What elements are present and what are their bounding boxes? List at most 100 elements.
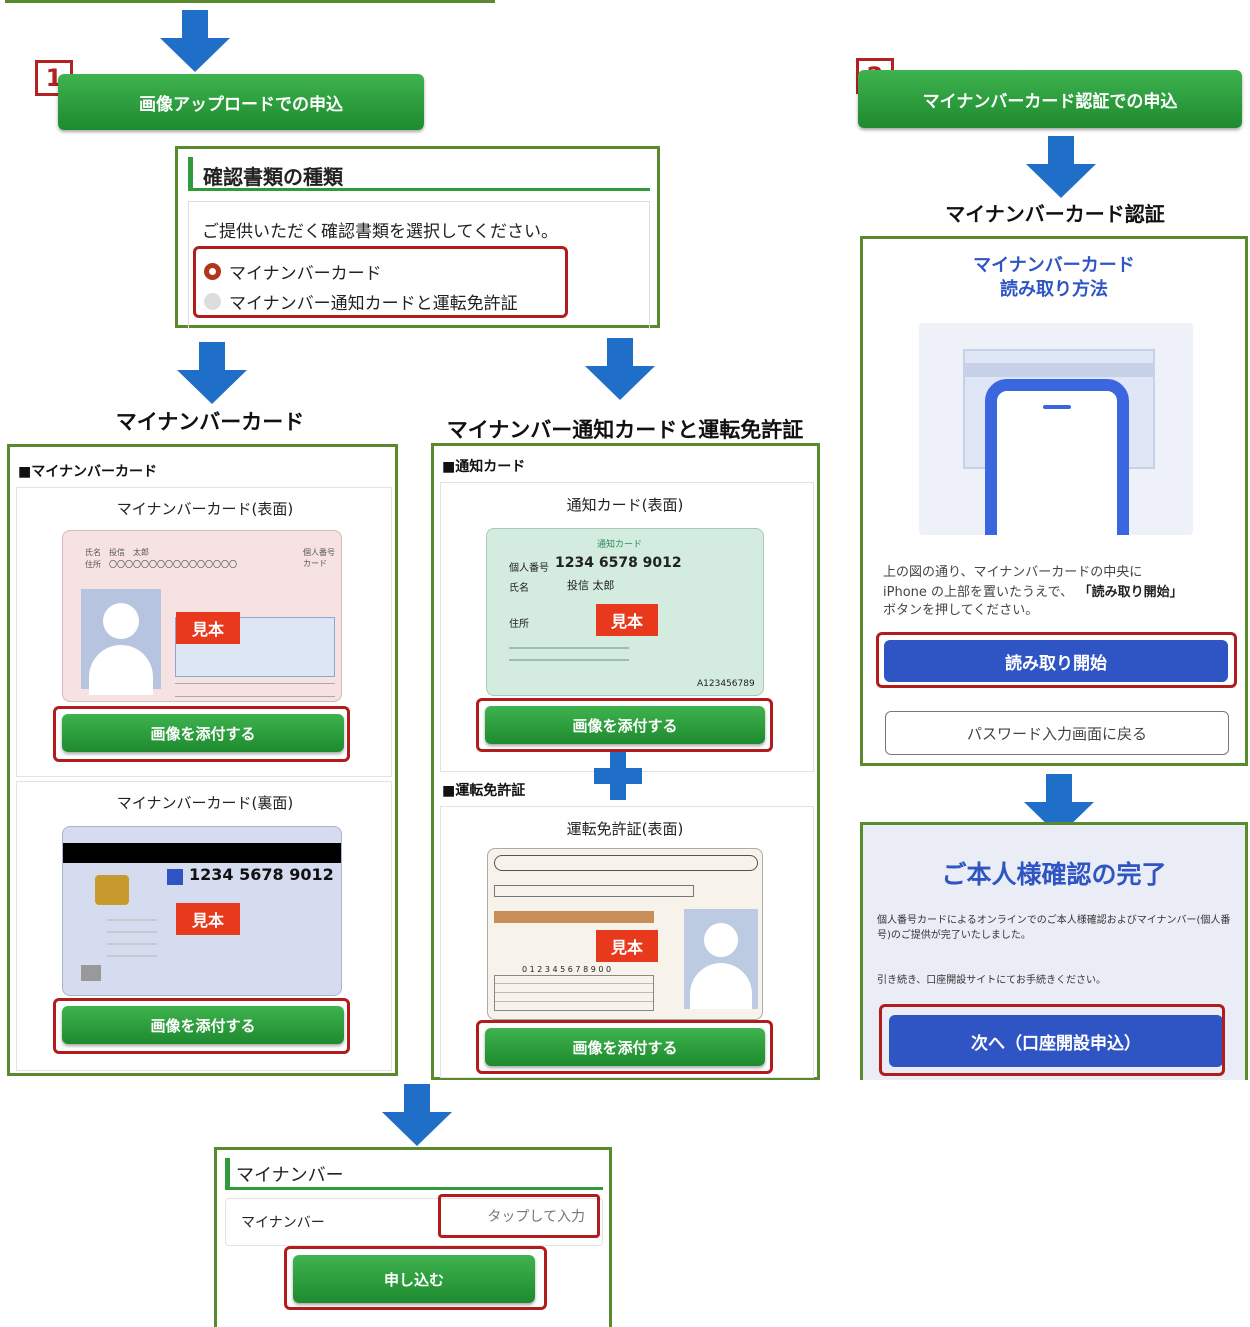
submit-highlight [284, 1246, 547, 1310]
chip-small [81, 965, 101, 981]
divider [107, 931, 157, 933]
attach-highlight [476, 698, 773, 752]
attach-image-button-front[interactable]: 画像を添付する [62, 714, 344, 752]
radio-option-label: マイナンバー通知カードと運転免許証 [229, 293, 518, 314]
down-arrow-icon [585, 338, 655, 400]
attach-highlight [53, 706, 350, 762]
phone-icon [985, 379, 1129, 535]
complete-text-1: 個人番号カードによるオンラインでのご本人様確認およびマイナンバー(個人番号)のご… [877, 915, 1231, 941]
back-box [16, 781, 392, 1071]
sample-stamp: 見本 [176, 903, 240, 935]
attach-image-button-license[interactable]: 画像を添付する [485, 1028, 765, 1066]
divider [509, 647, 629, 649]
plus-icon [594, 752, 642, 800]
card-info-lines [175, 683, 335, 697]
notice-address-label: 住所 [509, 619, 529, 630]
start-reading-button[interactable]: 読み取り開始 [884, 640, 1228, 682]
attach-highlight [476, 1020, 773, 1074]
radio-option-notice-license[interactable]: マイナンバー通知カードと運転免許証 [204, 289, 518, 314]
reading-instruction-1: 上の図の通り、マイナンバーカードの中央に [883, 565, 1143, 580]
mynumber-title-bar: マイナンバー [225, 1158, 603, 1190]
card-field-text: 住所 〇〇〇〇〇〇〇〇〇〇〇〇〇〇〇〇 [85, 560, 237, 569]
radio-unselected-icon [204, 292, 221, 310]
sample-stamp: 見本 [176, 612, 240, 644]
license-address-row [494, 885, 694, 897]
down-arrow-icon [382, 1084, 452, 1146]
down-arrow-icon [160, 10, 230, 72]
notice-name: 投信 太郎 [567, 579, 615, 592]
mynumber-title: マイナンバー [236, 1165, 344, 1186]
doc-type-instruction: ご提供いただく確認書類を選択してください。 [202, 222, 558, 242]
reading-title-1: マイナンバーカード [973, 255, 1135, 276]
divider [107, 943, 157, 945]
attach-highlight [53, 998, 350, 1054]
doc-type-body [188, 201, 650, 329]
reading-title-2: 読み取り方法 [1000, 279, 1108, 300]
radio-highlight [193, 246, 568, 318]
license-validity-row [494, 911, 654, 923]
radio-selected-icon [204, 262, 221, 280]
section-header: ■マイナンバーカード [18, 464, 157, 480]
card-illustration-bar [963, 363, 1155, 377]
card-field-text: 氏名 投信 太郎 [85, 548, 149, 557]
doc-type-panel: 確認書類の種類 ご提供いただく確認書類を選択してください。 マイナンバーカード … [175, 146, 660, 329]
notice-name-label: 氏名 [509, 583, 529, 594]
complete-text-2: 引き続き、口座開設サイトにてお手続きください。 [877, 975, 1106, 986]
notice-serial: A123456789 [697, 679, 755, 689]
license-front-title: 運転免許証(表面) [566, 820, 684, 838]
license-photo [684, 909, 758, 1009]
section-header: ■運転免許証 [442, 783, 526, 799]
license-grid [494, 975, 654, 1011]
radio-option-mynumber[interactable]: マイナンバーカード [204, 259, 382, 284]
mynumber-card-caption: マイナンバーカード [115, 410, 305, 434]
doc-type-title: 確認書類の種類 [203, 165, 343, 189]
next-highlight [879, 1004, 1225, 1076]
license-box [440, 806, 814, 1078]
phone-on-card-illustration [919, 323, 1193, 535]
complete-title: ご本人様確認の完了 [941, 860, 1167, 889]
notice-card-image: 通知カード 個人番号 1234 6578 9012 氏名 投信 太郎 住所 A1… [486, 528, 764, 696]
magnetic-stripe [63, 843, 341, 863]
previous-step-frame [5, 0, 495, 3]
reading-instruction-2: iPhone の上部を置いたうえで、「読み取り開始」 [883, 581, 1183, 600]
sample-stamp: 見本 [596, 604, 658, 636]
mynumber-input[interactable]: タップして入力 [438, 1194, 600, 1238]
down-arrow-icon [177, 342, 247, 404]
submit-apply-button[interactable]: 申し込む [293, 1255, 535, 1303]
start-reading-highlight [876, 632, 1237, 688]
mynumber-field-label: マイナンバー [241, 1215, 325, 1231]
notice-license-caption: マイナンバー通知カードと運転免許証 [446, 418, 804, 442]
reading-instruction-3: ボタンを押してください。 [883, 603, 1039, 618]
divider [107, 919, 157, 921]
number-badge [167, 869, 183, 885]
mynumber-auth-apply-button[interactable]: マイナンバーカード認証での申込 [858, 70, 1242, 128]
license-number: 0 1 2 3 4 5 6 7 8 9 0 0 [522, 965, 612, 974]
back-to-password-button[interactable]: パスワード入力画面に戻る [885, 711, 1229, 755]
notice-front-title: 通知カード(表面) [566, 496, 684, 514]
reading-instruction-2b: 「読み取り開始」 [1085, 585, 1183, 600]
mynumber-row [225, 1198, 603, 1246]
divider [107, 955, 157, 957]
radio-option-label: マイナンバーカード [229, 263, 382, 284]
back-card-number: 1234 5678 9012 [189, 865, 334, 884]
divider [509, 659, 629, 661]
next-account-opening-button[interactable]: 次へ（口座開設申込） [889, 1015, 1223, 1067]
down-arrow-icon [1026, 136, 1096, 198]
reading-instruction-2a: iPhone の上部を置いたうえで、 [883, 585, 1074, 600]
back-title: マイナンバーカード(裏面) [116, 794, 294, 812]
section-header: ■通知カード [442, 459, 526, 475]
notice-number: 1234 6578 9012 [555, 555, 682, 571]
attach-image-button-notice[interactable]: 画像を添付する [485, 706, 765, 744]
notice-card-label: 通知カード [597, 540, 643, 550]
image-upload-apply-button[interactable]: 画像アップロードでの申込 [58, 74, 424, 130]
sample-stamp: 見本 [596, 930, 658, 962]
doc-type-title-bar: 確認書類の種類 [188, 157, 650, 191]
license-name-row [494, 855, 758, 871]
card-field-text: 個人番号カード [303, 548, 335, 568]
mynumber-auth-caption: マイナンバーカード認証 [945, 202, 1165, 226]
attach-image-button-back[interactable]: 画像を添付する [62, 1006, 344, 1044]
front-box [16, 487, 392, 777]
person-silhouette-icon [81, 589, 161, 695]
front-title: マイナンバーカード(表面) [116, 500, 294, 518]
ic-chip-icon [95, 875, 129, 905]
